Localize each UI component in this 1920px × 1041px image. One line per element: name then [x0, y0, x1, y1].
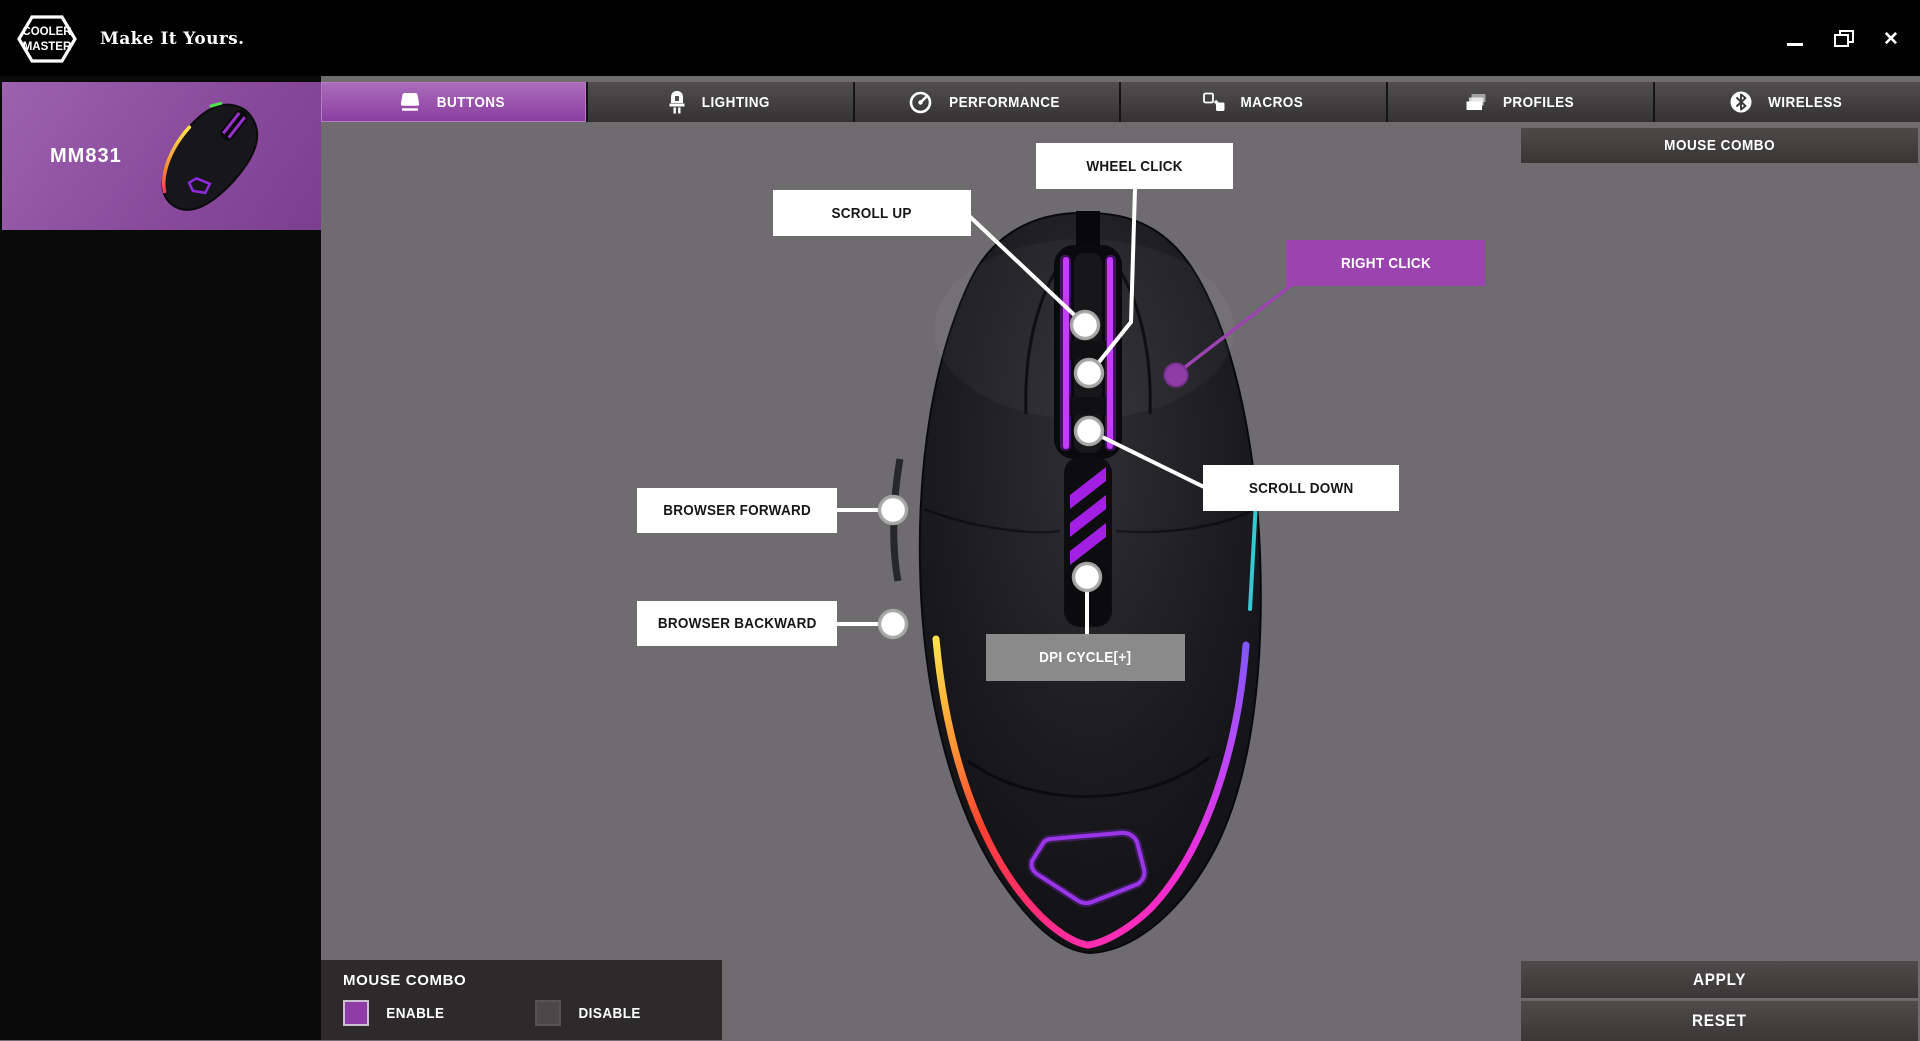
mouse-combo-panel-title: MOUSE COMBO	[343, 972, 467, 989]
callout-scroll-down[interactable]: SCROLL DOWN	[1203, 465, 1399, 511]
reset-label: RESET	[1692, 1011, 1747, 1030]
disable-option[interactable]: DISABLE	[535, 1000, 644, 1026]
restore-icon[interactable]	[1832, 28, 1854, 50]
disable-checkbox[interactable]	[535, 1000, 561, 1026]
mode-header-label: MOUSE COMBO	[1664, 137, 1775, 154]
mode-header-mouse-combo[interactable]: MOUSE COMBO	[1521, 128, 1918, 163]
mouse-combo-panel: MOUSE COMBO ENABLE DISABLE	[321, 960, 722, 1040]
callout-label: BROWSER FORWARD	[663, 502, 811, 519]
stacked-cards-icon	[1466, 94, 1486, 110]
device-sidebar: MM831	[0, 76, 321, 1040]
reset-button[interactable]: RESET	[1521, 1000, 1918, 1041]
tab-label: WIRELESS	[1767, 93, 1843, 111]
device-card[interactable]: MM831	[2, 82, 321, 230]
enable-checkbox[interactable]	[343, 1000, 369, 1026]
tab-label: PERFORMANCE	[948, 93, 1060, 111]
callout-right-click[interactable]: RIGHT CLICK	[1286, 240, 1485, 286]
callout-browser-forward[interactable]: BROWSER FORWARD	[637, 488, 837, 533]
dpi-button-area	[1066, 561, 1110, 625]
mouse-top-view-illustration	[890, 211, 1262, 955]
tab-lighting[interactable]: LIGHTING	[587, 82, 853, 122]
device-model-label: MM831	[50, 145, 122, 167]
rgb-rim-left	[932, 635, 1092, 949]
callout-scroll-up[interactable]: SCROLL UP	[773, 190, 971, 236]
tab-label: BUTTONS	[436, 93, 505, 111]
enable-option[interactable]: ENABLE	[343, 1000, 448, 1026]
brand-area: COOLER MASTER Make It Yours.	[16, 14, 244, 64]
rgb-rim-right	[1084, 641, 1250, 949]
cooler-master-logo: COOLER MASTER	[17, 15, 77, 63]
callout-dpi-cycle[interactable]: DPI CYCLE[+]	[986, 634, 1185, 681]
main-tab-bar: BUTTONS LIGHTING PERFORMANCE MACROS	[321, 82, 1920, 122]
gauge-icon	[909, 91, 931, 113]
led-icon	[669, 91, 685, 114]
close-icon[interactable]: ✕	[1883, 28, 1899, 50]
title-bar: COOLER MASTER Make It Yours. ✕	[0, 0, 1920, 76]
tab-label: PROFILES	[1502, 93, 1574, 111]
apply-button[interactable]: APPLY	[1521, 961, 1918, 998]
enable-label: ENABLE	[386, 1004, 445, 1022]
tab-profiles[interactable]: PROFILES	[1388, 82, 1654, 122]
callout-wheel-click[interactable]: WHEEL CLICK	[1036, 143, 1233, 189]
macro-keys-icon	[1202, 92, 1225, 111]
rgb-accent-cyan	[1248, 499, 1258, 611]
apply-label: APPLY	[1692, 969, 1747, 989]
logo-word-master: MASTER	[23, 41, 72, 53]
keycap-icon	[400, 93, 420, 111]
window-controls: ✕	[1784, 26, 1902, 52]
callout-label: BROWSER BACKWARD	[657, 615, 817, 632]
tab-macros[interactable]: MACROS	[1121, 82, 1387, 122]
tab-buttons[interactable]: BUTTONS	[321, 82, 586, 122]
brand-tagline: Make It Yours.	[100, 29, 245, 49]
tab-wireless[interactable]: WIRELESS	[1655, 82, 1920, 122]
logo-word-cooler: COOLER	[22, 26, 72, 38]
device-thumbnail-image	[161, 101, 259, 211]
tab-label: LIGHTING	[701, 93, 770, 111]
tab-label: MACROS	[1240, 93, 1303, 111]
minimize-icon[interactable]	[1784, 28, 1806, 50]
disable-label: DISABLE	[578, 1004, 641, 1022]
callout-label: SCROLL DOWN	[1248, 479, 1354, 497]
bluetooth-icon	[1730, 91, 1752, 113]
callout-label: SCROLL UP	[831, 204, 913, 222]
callout-browser-backward[interactable]: BROWSER BACKWARD	[637, 601, 837, 646]
tab-performance[interactable]: PERFORMANCE	[854, 82, 1120, 122]
callout-label: DPI CYCLE[+]	[1039, 649, 1132, 666]
hex-logo-glow	[1029, 830, 1147, 906]
side-buttons-ridge	[890, 458, 904, 582]
callout-label: WHEEL CLICK	[1086, 157, 1183, 175]
callout-label: RIGHT CLICK	[1340, 254, 1431, 272]
